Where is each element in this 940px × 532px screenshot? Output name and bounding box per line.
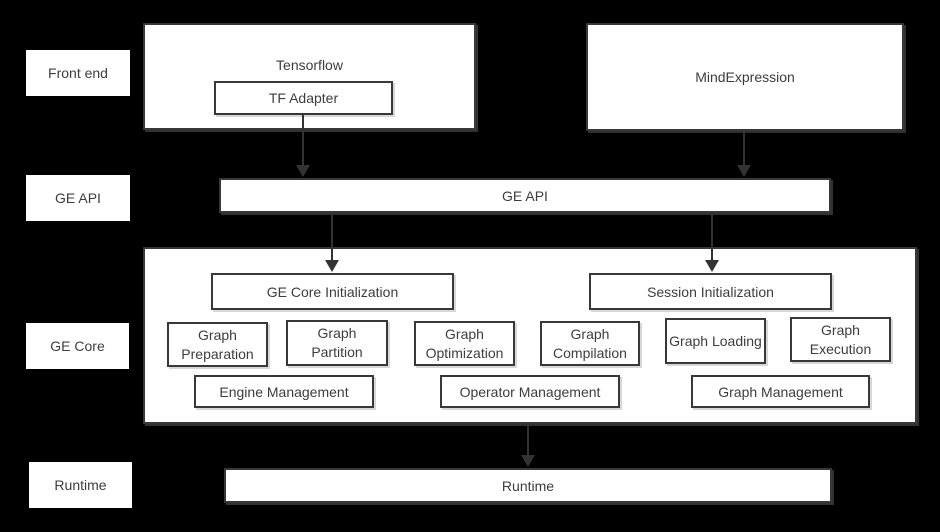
ge-api-bar: GE API: [219, 178, 831, 213]
layer-label-ge-core: GE Core: [26, 323, 129, 369]
tensorflow-box: Tensorflow TF Adapter: [143, 23, 476, 130]
ge-api-bar-label: GE API: [502, 187, 548, 204]
management-box-graph: Graph Management: [691, 375, 870, 408]
arrow-down-icon-mind-expression-to-ge-api: [737, 131, 751, 177]
layer-label-runtime-text: Runtime: [54, 477, 107, 493]
layer-label-runtime: Runtime: [29, 462, 132, 508]
mind-expression-box: MindExpression: [586, 23, 904, 131]
module-box-graph-optimization: Graph Optimization: [414, 321, 515, 366]
layer-label-front-end-text: Front end: [48, 65, 108, 81]
layer-label-ge-api-text: GE API: [55, 190, 101, 206]
ge-core-initialization-box: GE Core Initialization: [211, 273, 454, 310]
module-box-graph-execution: Graph Execution: [790, 317, 891, 362]
module-label: Graph Compilation: [553, 325, 627, 361]
management-box-operator: Operator Management: [440, 375, 620, 408]
tensorflow-box-label: Tensorflow: [276, 57, 343, 73]
arrow-down-icon-ge-api-to-core-init: [325, 213, 339, 272]
management-label: Graph Management: [718, 383, 843, 400]
module-label: Graph Optimization: [425, 325, 504, 361]
module-label: Graph Partition: [311, 325, 363, 360]
arrow-down-icon-ge-api-to-session-init: [705, 213, 719, 272]
layer-label-ge-api: GE API: [26, 175, 130, 221]
module-box-graph-loading: Graph Loading: [665, 318, 766, 364]
management-box-engine: Engine Management: [194, 375, 374, 408]
module-label: Graph Execution: [809, 321, 872, 357]
management-label: Engine Management: [219, 383, 349, 400]
module-box-graph-preparation: Graph Preparation: [167, 322, 268, 367]
ge-core-initialization-label: GE Core Initialization: [266, 283, 399, 300]
module-box-graph-compilation: Graph Compilation: [540, 321, 640, 366]
runtime-bar-label: Runtime: [501, 477, 555, 494]
layer-label-front-end: Front end: [26, 50, 130, 96]
tf-adapter-box: TF Adapter: [214, 81, 393, 115]
module-box-graph-partition: Graph Partition: [286, 320, 388, 366]
runtime-bar: Runtime: [224, 468, 832, 503]
arrow-down-icon-ge-core-to-runtime: [521, 424, 535, 467]
mind-expression-box-label: MindExpression: [695, 69, 795, 85]
session-initialization-label: Session Initialization: [647, 283, 774, 300]
tf-adapter-box-label: TF Adapter: [268, 90, 339, 106]
arrow-down-icon-tf-adapter-to-ge-api: [296, 113, 310, 177]
management-label: Operator Management: [459, 383, 601, 400]
module-label: Graph Loading: [669, 332, 762, 349]
session-initialization-box: Session Initialization: [589, 273, 832, 310]
module-label: Graph Preparation: [181, 326, 254, 362]
layer-label-ge-core-text: GE Core: [50, 338, 105, 354]
